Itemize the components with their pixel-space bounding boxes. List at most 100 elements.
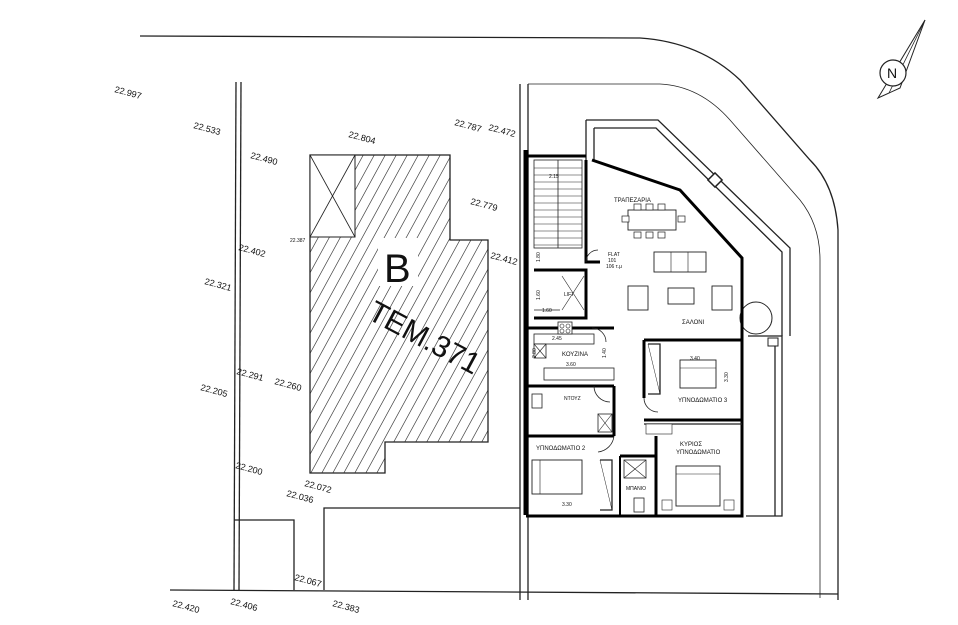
room-label-bedroom2: ΥΠΝΟΔΩΜΑΤΙΟ 2 [536,446,586,452]
hatch-line [890,150,958,480]
hatch-line [43,150,223,480]
hatch-line [32,150,212,480]
footprint-outline [309,154,489,474]
hatch-line [109,150,289,480]
hatch-line [310,155,466,473]
dim-label: 3.30 [724,372,730,382]
plot-line-bottom [169,589,839,595]
elevation-label: 22.205 [199,382,228,399]
elevation-label: 22.383 [331,598,360,615]
elevation-label: 22.997 [113,84,142,101]
dim-label: 2.15 [549,174,559,180]
bed3-wardrobe [648,343,661,395]
hatch-line [769,150,949,480]
dining-chair [677,215,686,223]
hatch-line [310,155,323,473]
elevation-label: 22.402 [237,242,266,259]
hatch-line [310,155,400,473]
hatch-line [0,150,91,480]
hatch-line [0,150,146,480]
dining-chair [645,203,654,211]
hatch-line [405,155,488,473]
hatch-line [868,150,958,480]
hatch-line [438,155,488,473]
dim-label: 1.60 [542,308,552,314]
hatch-line [648,150,828,480]
coffee-table [667,287,695,305]
hatch-line [0,150,168,480]
room-label-dining: ΤΡΑΠΕΖΑΡΙΑ [614,198,651,204]
neighbour-corner [234,519,295,590]
balcony-inner-edge [594,127,783,336]
round-planter [739,301,773,335]
elevation-label: 22.533 [192,120,221,137]
flat-label-line1: FLAT [608,252,620,258]
hatch-line [98,150,278,480]
hatch-line [310,155,477,473]
balcony-outer-edge [586,119,791,336]
room-label-wc: ΝΤΟΥΖ [564,396,581,402]
dining-chair [657,203,666,211]
dining-chair [633,203,642,211]
hatch-line [76,150,256,480]
plot-tem-label: TEM.371 [363,295,486,381]
stair-steps [534,167,582,246]
hatch-line [427,155,488,473]
elevation-label: 22.412 [489,250,518,267]
flat-label-line2: 101 [608,258,617,264]
bed3-bed [679,359,717,389]
hatch-line [310,155,455,473]
hatch-line [394,155,488,473]
hatch-line [747,150,927,480]
balcony-right [746,335,783,517]
hatch-line [857,150,958,480]
dim-label: 2.80 [532,348,538,358]
elevation-label: 22.787 [453,117,482,134]
room-label-bedroom3: ΥΠΝΟΔΩΜΑΤΙΟ 3 [678,398,728,404]
sofa-main [653,251,707,273]
hatch-line [10,150,190,480]
dim-label: 2.45 [552,336,562,342]
armchair-right [711,285,733,311]
hatch-line [339,155,488,473]
hatch-line [65,150,245,480]
hatch-line [310,155,444,473]
bed2-bed [531,459,583,495]
hatch-line [879,150,958,480]
hatch-line [54,150,234,480]
elevation-label: 22.420 [171,598,200,615]
flat-label-line3: 106 τ.μ [606,264,622,270]
master-bed [675,465,721,507]
road-inner-line [528,83,821,598]
hatch-line [449,155,488,473]
bathroom-toilet [633,497,645,513]
hatch-line [0,150,124,480]
stair-wall [584,160,600,264]
dim-label: 3.60 [566,362,576,368]
elevation-label: 22.472 [487,122,516,139]
dining-chair [621,215,630,223]
dim-label: 3.40 [690,356,700,362]
hatch-line [0,150,135,480]
elevation-label: 22.260 [273,376,302,393]
dining-chair [633,231,642,239]
cooktop [557,321,573,335]
hatch-line [310,155,411,473]
hatch-line [846,150,958,480]
kitchen-counter [533,333,595,345]
dim-label: 1.60 [536,290,542,300]
dining-table [627,209,677,231]
elevation-label: 22.067 [293,572,322,589]
dim-label: 3.30 [562,502,572,508]
shaft-cross-b [309,154,356,238]
elevation-label: 22.321 [203,276,232,293]
plot-letter: B [384,247,411,291]
elevation-label: 22.406 [229,596,258,613]
living-outer-wall [591,158,744,336]
hatch-line [0,150,179,480]
hatch-line [0,150,157,480]
hatch-line [21,150,201,480]
hatch-line [120,150,300,480]
north-arrow: N [876,19,926,100]
kitchen-island [543,367,615,381]
